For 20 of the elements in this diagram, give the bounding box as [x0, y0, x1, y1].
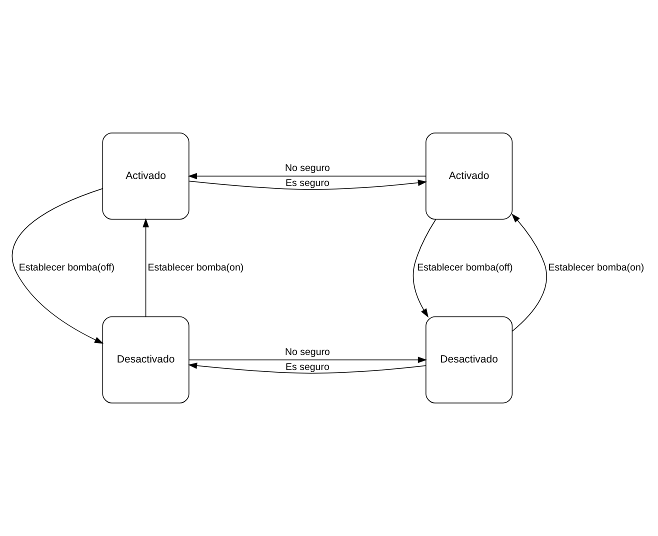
arrow [12, 188, 104, 344]
arrow [512, 214, 547, 332]
edge-label: No seguro [284, 346, 330, 358]
node-box: Desactivado [426, 316, 513, 404]
edge-label: Establecer bomba(off) [18, 262, 115, 274]
node-box: Desactivado [102, 316, 190, 404]
edge-label: Establecer bomba(on) [548, 262, 644, 274]
edge-label: Establecer bomba(off) [417, 262, 513, 274]
arrow [188, 356, 427, 364]
node-box: Activado [426, 132, 513, 220]
arrow [188, 172, 426, 180]
arrow [188, 180, 427, 190]
edge-label: Es seguro [285, 362, 330, 373]
arrow [188, 362, 426, 374]
arrow [412, 219, 436, 318]
edge-label: No seguro [284, 163, 330, 174]
edge-label: Establecer bomba(on) [148, 262, 244, 274]
edge-label: Es seguro [285, 178, 330, 190]
node-box: Activado [102, 132, 190, 220]
arrow [142, 218, 149, 317]
